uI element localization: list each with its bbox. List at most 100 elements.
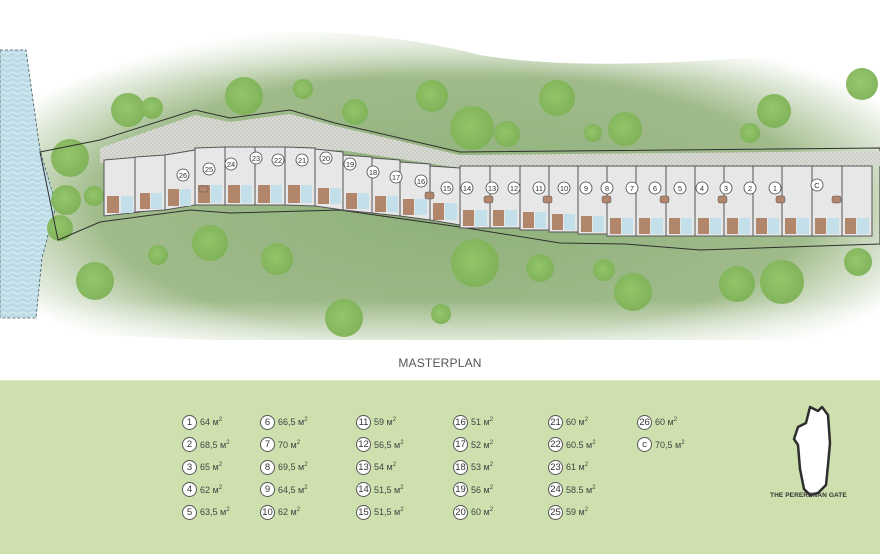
unit-number-badge: 4	[182, 482, 197, 498]
unit-marker-13: 13	[485, 181, 499, 195]
unit-area: 60	[566, 417, 577, 428]
unit-marker-c: C	[810, 178, 824, 192]
unit-number-badge: c	[637, 437, 652, 453]
unit-number-badge: 1	[182, 414, 197, 430]
svg-text:24: 24	[227, 160, 235, 169]
unit-marker-24: 24	[224, 157, 238, 171]
unit-marker-4: 4	[695, 181, 709, 195]
svg-text:22: 22	[274, 156, 282, 165]
unit-number-badge: 12	[356, 437, 371, 453]
unit-area: 62	[200, 484, 211, 495]
unit-area: 69,5	[278, 462, 296, 473]
svg-text:2: 2	[748, 184, 752, 193]
unit-area: 66,5	[278, 417, 296, 428]
unit-markers: 26 25 24 23 22 21 20 19 18 17 16 15 14 1…	[176, 151, 824, 195]
unit-marker-16: 16	[414, 174, 428, 188]
unit-area: 56,5	[374, 439, 392, 450]
unit-marker-6: 6	[648, 181, 662, 195]
unit-area: 53	[471, 462, 482, 473]
unit-area: 56	[471, 484, 482, 495]
unit-number-badge: 24	[548, 482, 563, 498]
svg-text:16: 16	[417, 177, 425, 186]
unit-marker-7: 7	[625, 181, 639, 195]
unit-marker-25: 25	[202, 162, 216, 176]
unit-number-badge: 16	[453, 414, 468, 430]
unit-area: 51,5	[374, 484, 392, 495]
unit-marker-23: 23	[249, 151, 263, 165]
unit-number-badge: 14	[356, 482, 371, 498]
svg-text:20: 20	[322, 154, 330, 163]
unit-number-badge: 22	[548, 437, 563, 453]
unit-area: 54	[374, 462, 385, 473]
svg-text:7: 7	[630, 184, 634, 193]
unit-area: 58.5	[566, 484, 584, 495]
unit-area: 68,5	[200, 439, 218, 450]
unit-marker-26: 26	[176, 168, 190, 182]
unit-area: 52	[471, 439, 482, 450]
svg-text:23: 23	[252, 154, 260, 163]
unit-marker-17: 17	[389, 170, 403, 184]
site-plan: 26 25 24 23 22 21 20 19 18 17 16 15 14 1…	[0, 0, 880, 360]
svg-text:12: 12	[510, 184, 518, 193]
svg-text:4: 4	[700, 184, 704, 193]
svg-text:11: 11	[535, 184, 543, 193]
unit-marker-15: 15	[440, 181, 454, 195]
unit-area: 61	[566, 462, 577, 473]
unit-marker-20: 20	[319, 151, 333, 165]
svg-text:C: C	[814, 181, 820, 190]
svg-text:17: 17	[392, 173, 400, 182]
svg-text:10: 10	[560, 184, 568, 193]
unit-marker-22: 22	[271, 153, 285, 167]
unit-number-badge: 21	[548, 414, 563, 430]
unit-number-badge: 23	[548, 459, 563, 475]
unit-area: 60	[471, 507, 482, 518]
unit-area: 60	[655, 417, 666, 428]
unit-area: 62	[278, 507, 289, 518]
svg-text:14: 14	[463, 184, 471, 193]
unit-marker-3: 3	[719, 181, 733, 195]
unit-number-badge: 13	[356, 459, 371, 475]
unit-number-badge: 9	[260, 482, 275, 498]
svg-text:15: 15	[443, 184, 451, 193]
svg-text:21: 21	[298, 156, 306, 165]
svg-text:26: 26	[179, 171, 187, 180]
svg-text:25: 25	[205, 165, 213, 174]
unit-area: 64	[200, 417, 211, 428]
svg-text:5: 5	[678, 184, 682, 193]
unit-marker-19: 19	[343, 157, 357, 171]
unit-marker-14: 14	[460, 181, 474, 195]
unit-area: 65	[200, 462, 211, 473]
unit-number-badge: 15	[356, 504, 371, 520]
unit-number-badge: 25	[548, 504, 563, 520]
unit-marker-10: 10	[557, 181, 571, 195]
unit-area: 51,5	[374, 507, 392, 518]
unit-number-badge: 10	[260, 504, 275, 520]
svg-text:18: 18	[369, 168, 377, 177]
svg-text:6: 6	[653, 184, 657, 193]
svg-text:9: 9	[584, 184, 588, 193]
unit-area: 59	[566, 507, 577, 518]
